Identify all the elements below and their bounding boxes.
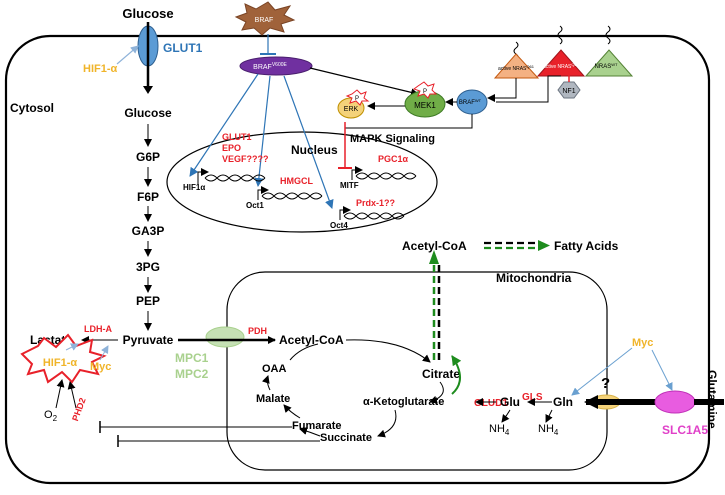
g6p-label: G6P	[136, 150, 160, 164]
o2-label: O2	[44, 409, 58, 423]
target-epo-label: EPO	[222, 143, 241, 153]
mitochondria-label: Mitochondria	[496, 271, 572, 285]
hif1a-burst	[20, 333, 107, 384]
braf-to-hif1a-arrow	[189, 73, 259, 177]
slc1a5-label: SLC1A5	[662, 423, 708, 437]
3pg-label: 3PG	[136, 260, 160, 274]
receptor-squiggle-2	[557, 25, 563, 45]
glu-label: Glu	[500, 395, 520, 409]
nh4-b-label: NH4	[538, 423, 559, 437]
mitf-label: MITF	[340, 181, 359, 190]
phd2-arrow	[67, 381, 77, 409]
phd2-label: PHD2	[70, 396, 88, 422]
braf-to-mek1-arrow	[309, 67, 419, 97]
dna-mitf	[355, 172, 417, 180]
slc1a5-transporter	[654, 390, 696, 414]
erk-phospho-burst	[345, 89, 370, 106]
cell-membrane	[4, 34, 711, 485]
nf1-label: NF1	[562, 88, 575, 95]
ldha-label: LDH-A	[84, 324, 112, 334]
dna-hif1a	[204, 174, 266, 182]
mpc1-label: MPC1	[175, 351, 209, 365]
mek1-p-label: P	[423, 89, 427, 95]
mpc-transporter	[205, 326, 245, 348]
acetylcoa-mito-label: Acetyl-CoA	[279, 333, 344, 347]
fumarate-label: Fumarate	[292, 420, 342, 432]
nras-red-to-brafwt	[496, 75, 561, 103]
pyruvate-label: Pyruvate	[123, 333, 174, 347]
myc-to-ldha-arrow	[99, 345, 109, 361]
mapk-signaling-label: MAPK Signaling	[350, 133, 435, 145]
hif1a-top-label: HIF1-α	[83, 63, 118, 75]
braf-top-label: BRAF	[255, 17, 274, 24]
citrate-label: Citrate	[422, 367, 460, 381]
tca-cycle: Citrate α-Ketoglutarate Succinate Fumara…	[256, 339, 460, 444]
acetylcoa-cyto-label: Acetyl-CoA	[402, 239, 467, 253]
braf-extracellular-burst	[234, 1, 296, 36]
target-glut1-label: GLUT1	[222, 132, 252, 142]
succinate-label: Succinate	[320, 432, 372, 444]
glut1-transporter	[137, 22, 159, 94]
glut1-label: GLUT1	[163, 41, 203, 55]
braf-to-oct1-arrow	[254, 75, 271, 187]
braf-v600e-node	[239, 56, 313, 76]
glycolysis-pathway: Glucose G6P F6P GA3P 3PG PEP Pyruvate	[123, 106, 174, 347]
mitochondria-membrane	[226, 271, 608, 471]
hif1a-to-glut1-arrow	[116, 45, 139, 65]
gls-label: GLS	[522, 392, 543, 403]
fatty-acids-label: Fatty Acids	[554, 239, 619, 253]
nras-wt-node	[584, 49, 634, 77]
erk-p-label: P	[355, 96, 359, 102]
hif1a-to-ldha-arrow	[65, 343, 79, 351]
o2-arrow	[55, 379, 65, 409]
braf-v600e-label: BRAFV600E	[253, 62, 287, 71]
target-vegf-label: VEGF????	[222, 154, 269, 164]
ga3p-label: GA3P	[132, 224, 165, 238]
gln-label: Gln	[553, 395, 573, 409]
nras-to-brafwt-arrow	[487, 78, 517, 102]
receptor-squiggle-3	[605, 25, 611, 45]
mpc2-label: MPC2	[175, 367, 209, 381]
nucleus-label: Nucleus	[291, 143, 338, 157]
braf-wt-label: BRAFWT	[459, 98, 482, 106]
myc-right-label: Myc	[632, 337, 653, 349]
nucleus-membrane	[166, 131, 438, 233]
glucose-extracellular-label: Glucose	[122, 6, 173, 21]
pgc1a-label: PGC1α	[378, 154, 409, 164]
hif1a-burst-label: HIF1-α	[43, 357, 78, 369]
myc-left-label: Myc	[90, 361, 111, 373]
glucose-cytosol-label: Glucose	[124, 106, 172, 120]
cytosol-label: Cytosol	[10, 101, 54, 115]
dna-oct4	[343, 212, 405, 220]
myc-to-slc1a5-arrow	[651, 349, 673, 391]
akg-label: α-Ketoglutarate	[363, 396, 444, 408]
erk-label: ERK	[344, 106, 359, 113]
glutamine-label: Glutamine	[705, 370, 719, 429]
f6p-label: F6P	[137, 190, 159, 204]
malate-label: Malate	[256, 393, 290, 405]
nras-wt-label: NRASWT	[595, 62, 618, 70]
braf-to-oct4-arrow	[283, 75, 334, 209]
glud1-label: GLUD1	[474, 398, 508, 409]
question-label: ?	[601, 375, 610, 392]
prdx1-label: Prdx-1??	[356, 198, 395, 208]
oct1-label: Oct1	[246, 201, 264, 210]
nf1-node	[557, 81, 581, 99]
nh4-a-label: NH4	[489, 423, 510, 437]
pep-label: PEP	[136, 294, 160, 308]
nras-active-label: active NRASQ61	[498, 64, 535, 72]
dna-oct1	[261, 192, 323, 200]
nras-red-label: active NRASQ61	[543, 62, 580, 70]
oct4-label: Oct4	[330, 221, 348, 230]
hmgcl-label: HMGCL	[280, 176, 313, 186]
mek1-phospho-burst	[412, 81, 438, 99]
myc-to-gls-arrow	[571, 347, 633, 396]
pdh-label: PDH	[248, 326, 267, 336]
mek1-label: MEK1	[414, 101, 436, 110]
hif1a-nucleus-label: HIF1α	[183, 183, 205, 192]
akg-to-citrate-green-arrow	[451, 355, 462, 395]
oaa-label: OAA	[262, 363, 287, 375]
